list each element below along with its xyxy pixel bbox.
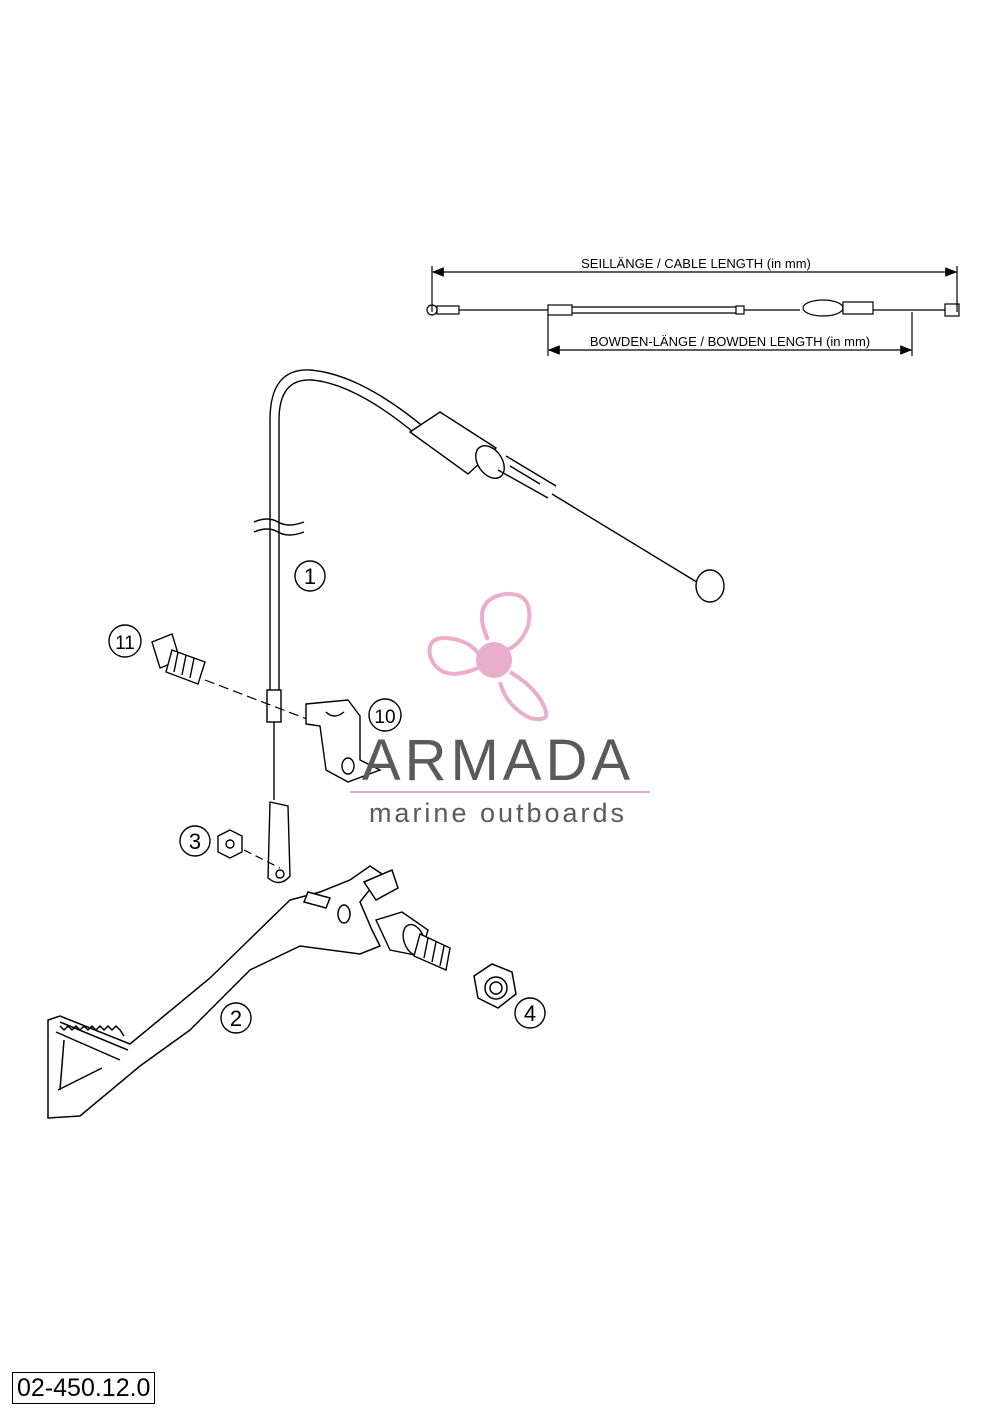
cable-bracket <box>305 699 382 783</box>
nut-axis-line <box>243 849 281 869</box>
callout-3-label: 3 <box>189 829 201 854</box>
callout-1: 1 <box>294 560 326 592</box>
callout-4: 4 <box>514 997 546 1029</box>
callout-4-label: 4 <box>524 1001 536 1026</box>
callout-10: 10 <box>368 698 402 732</box>
cable-clevis <box>267 801 291 884</box>
pivot-bolt <box>375 911 451 971</box>
propeller-logo-icon <box>427 591 549 722</box>
callout-3: 3 <box>179 825 211 857</box>
callout-11-label: 11 <box>115 633 135 654</box>
small-nut <box>217 829 243 859</box>
large-nut <box>473 963 517 1009</box>
cable-length-label: SEILLÄNGE / CABLE LENGTH (in mm) <box>581 256 811 271</box>
watermark-title: ARMADA <box>362 728 634 793</box>
watermark-subtitle: marine outboards <box>369 798 627 828</box>
armada-watermark: ARMADA marine outboards <box>350 591 650 828</box>
callout-11: 11 <box>108 624 142 658</box>
callout-2-label: 2 <box>230 1006 242 1031</box>
bowden-length-label: BOWDEN-LÄNGE / BOWDEN LENGTH (in mm) <box>590 334 870 349</box>
callout-2: 2 <box>220 1002 252 1034</box>
part-number-label: 02-450.12.0 <box>12 1372 156 1404</box>
bolt-axis-line <box>204 679 321 725</box>
callout-10-label: 10 <box>374 707 395 728</box>
callout-1-label: 1 <box>304 564 316 589</box>
brake-cable <box>253 369 725 800</box>
bolt <box>151 633 206 685</box>
brake-pedal <box>47 865 399 1119</box>
cable-dimension-drawing <box>426 266 960 356</box>
